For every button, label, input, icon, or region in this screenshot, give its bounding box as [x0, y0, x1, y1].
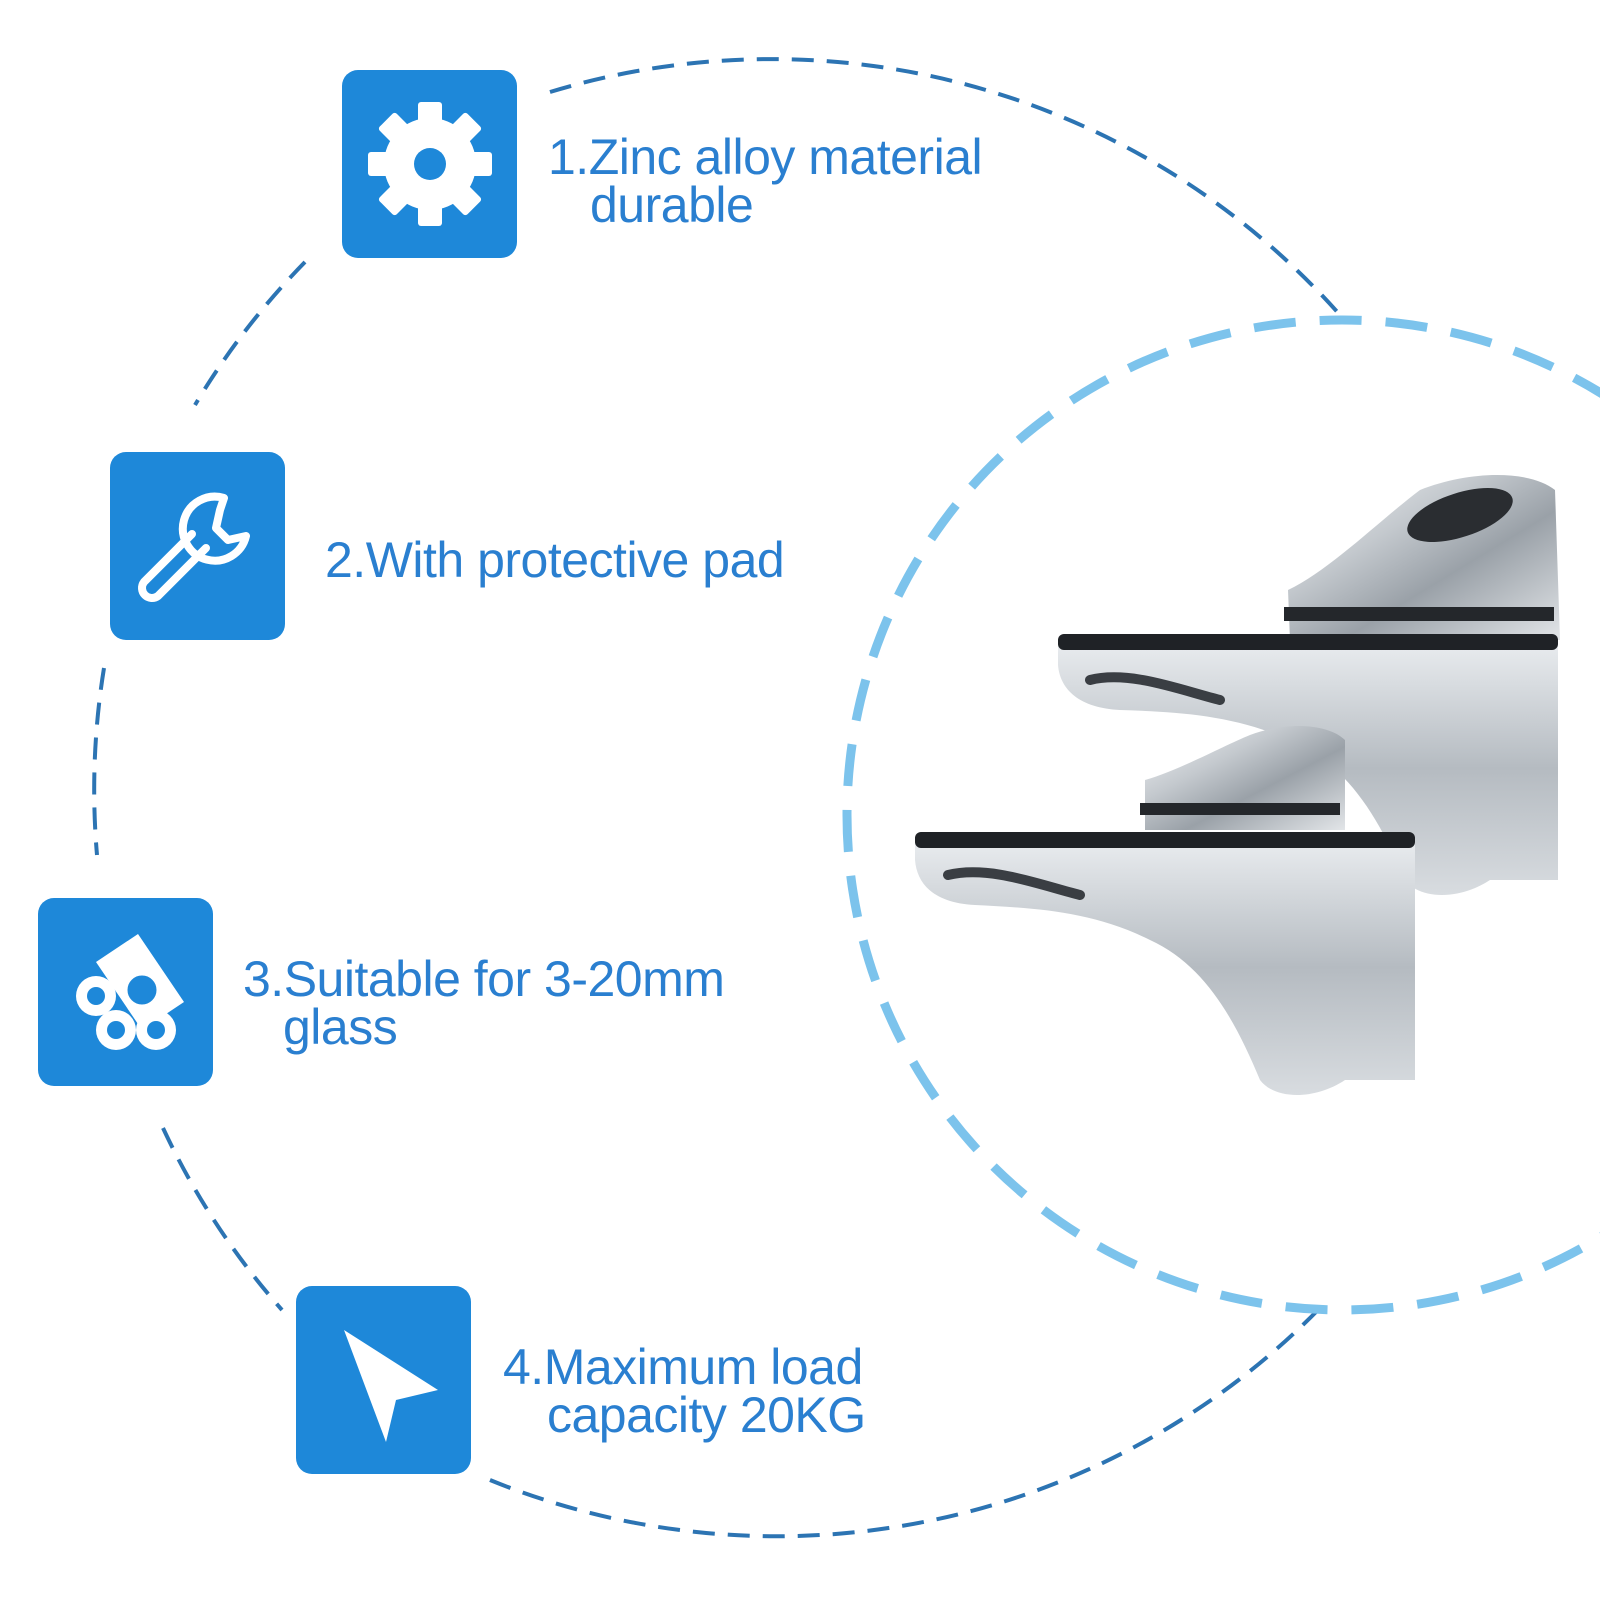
feature-label-3: 3.Suitable for 3-20mm glass: [243, 954, 725, 1055]
feature-tile-1: [342, 70, 517, 258]
feature-3-line2: glass: [283, 999, 398, 1055]
pipes-icon: [75, 934, 184, 1050]
feature-4-line2: capacity 20KG: [547, 1387, 866, 1443]
feature-tile-2: [110, 452, 285, 640]
feature-4-line1: 4.Maximum load: [503, 1339, 863, 1395]
feature-label-1: 1.Zinc alloy material durable: [548, 132, 983, 233]
feature-3-line1: 3.Suitable for 3-20mm: [243, 951, 725, 1007]
feature-1-line1: 1.Zinc alloy material: [548, 129, 983, 185]
feature-1-line2: durable: [590, 177, 754, 233]
bracket-front: [915, 725, 1415, 1095]
wrench-icon: [137, 492, 250, 602]
bracket-back: [1058, 475, 1560, 895]
feature-tile-3: [38, 898, 213, 1086]
cursor-arrow-icon: [343, 1330, 438, 1442]
feature-tile-4: [296, 1286, 471, 1474]
feature-label-4: 4.Maximum load capacity 20KG: [503, 1342, 866, 1443]
gear-icon: [367, 102, 492, 226]
feature-2-line1: 2.With protective pad: [325, 532, 785, 588]
feature-label-2: 2.With protective pad: [325, 535, 785, 585]
